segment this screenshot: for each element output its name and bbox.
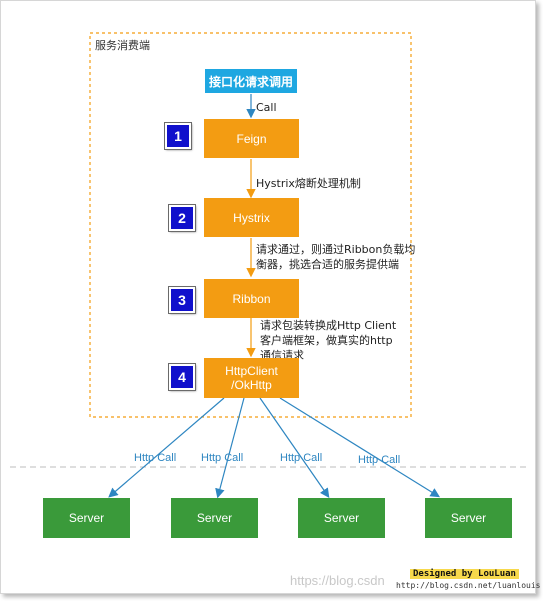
http-call-label-3: Http Call — [280, 452, 323, 464]
server-box-2: Server — [171, 498, 258, 538]
consumer-container-title: 服务消费端 — [95, 39, 150, 52]
step-badge-1: 1 — [164, 122, 192, 150]
step-badge-4: 4 — [168, 363, 196, 391]
server-box-1: Server — [43, 498, 130, 538]
step-badge-2: 2 — [168, 204, 196, 232]
http-call-label-2: Http Call — [201, 452, 244, 464]
httpclient-note-line-2: 客户端框架，做真实的http — [260, 334, 393, 347]
http-call-label-4: Http Call — [358, 454, 401, 466]
httpclient-note-line-1: 请求包装转换成Http Client — [260, 319, 397, 332]
ribbon-box: Ribbon — [204, 279, 299, 318]
http-call-label-1: Http Call — [134, 452, 177, 464]
arrow-httpclient-to-server-4 — [279, 397, 441, 498]
call-label: Call — [256, 101, 277, 114]
blog-url: http://blog.csdn.net/luanlouis — [396, 581, 541, 590]
arrow-httpclient-to-server-2 — [215, 397, 245, 499]
designed-by-credit: Designed by LouLuan — [410, 569, 519, 579]
entry-interface-call-box: 接口化请求调用 — [205, 69, 297, 93]
step-badge-3: 3 — [168, 286, 196, 314]
httpclient-label-line-1: HttpClient — [225, 364, 278, 378]
csdn-watermark: https://blog.csdn — [290, 573, 385, 588]
consumer-container-border — [89, 32, 412, 418]
server-box-4: Server — [425, 498, 512, 538]
httpclient-okhttp-box: HttpClient /OkHttp — [204, 358, 299, 398]
hystrix-box: Hystrix — [204, 198, 299, 237]
hystrix-note: Hystrix熔断处理机制 — [256, 177, 361, 190]
ribbon-note-line-2: 衡器，挑选合适的服务提供端 — [256, 258, 399, 271]
arrow-httpclient-to-server-1 — [108, 397, 225, 498]
ribbon-note-line-1: 请求通过，则通过Ribbon负载均 — [256, 243, 416, 256]
feign-box: Feign — [204, 119, 299, 158]
server-box-3: Server — [298, 498, 385, 538]
arrow-httpclient-to-server-3 — [259, 397, 330, 498]
httpclient-label-line-2: /OkHttp — [231, 378, 272, 392]
